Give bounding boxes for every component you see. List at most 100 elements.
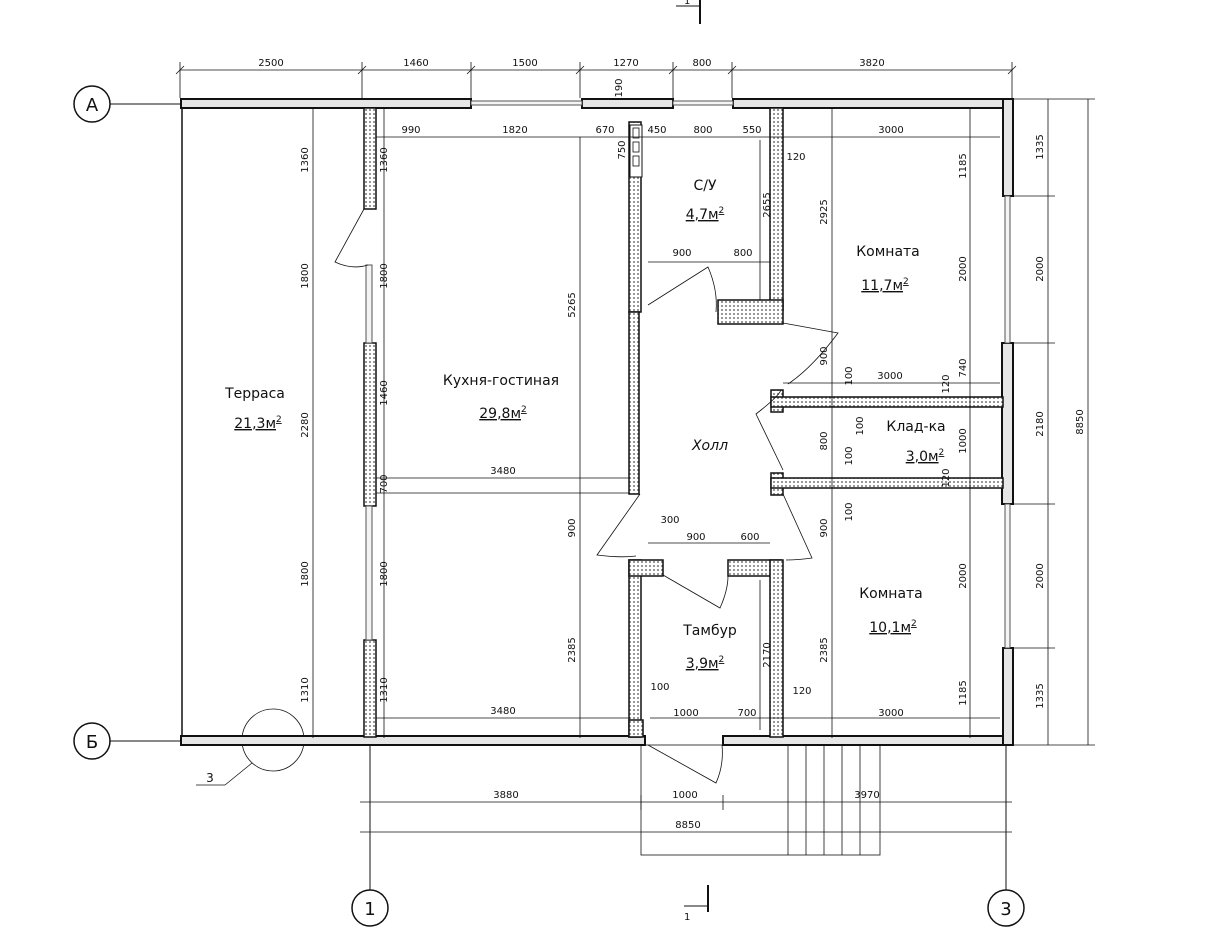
dimension-texts: 990 1820 670 450 800 550 3000 1360 1800 … <box>300 125 1086 831</box>
dim-inner-top-2: 1820 <box>502 125 527 136</box>
dim-inner-top-5: 800 <box>693 125 712 136</box>
dim-right-inner-1: 1185 <box>958 153 969 178</box>
dim-750: 750 <box>617 140 628 159</box>
vestibule-name: Тамбур <box>682 623 737 639</box>
storage-area: 3,0м2 <box>906 448 945 465</box>
dim-left-outer-5: 1310 <box>300 677 311 702</box>
kitchen-name: Кухня-гостиная <box>443 373 559 389</box>
dim-room1-h: 2925 <box>819 199 830 224</box>
dim-right-inner-4: 1000 <box>958 428 969 453</box>
dim-100-b: 100 <box>855 416 866 435</box>
room1-area: 11,7м2 <box>861 277 908 294</box>
dim-bath-h: 2655 <box>762 192 773 217</box>
hall-name: Холл <box>691 438 728 454</box>
dim-top-1: 2500 <box>258 58 283 69</box>
section-label-bottom: 1 <box>684 912 690 923</box>
bath-area: 4,7м2 <box>686 206 725 223</box>
axis-1: 1 <box>351 745 389 927</box>
bath-name: С/У <box>693 178 716 194</box>
dim-right-inner-5: 2000 <box>958 563 969 588</box>
dim-kitchen-height: 5265 <box>567 292 578 317</box>
dim-top-5: 800 <box>692 58 711 69</box>
dim-hall-door-1: 300 <box>660 515 679 526</box>
dim-bottom-inner-1: 100 <box>650 682 669 693</box>
dim-top-4: 1270 <box>613 58 638 69</box>
dim-bottom-outer-2: 1000 <box>672 790 697 801</box>
dim-right-inner-3: 740 <box>958 358 969 377</box>
dim-left-inner-2: 1800 <box>379 263 390 288</box>
dim-120-b: 120 <box>941 374 952 393</box>
node-callout: 3 <box>196 708 305 786</box>
dim-kitchen-low-1: 900 <box>567 518 578 537</box>
kitchen-area: 29,8м2 <box>479 405 526 422</box>
plumbing-fixture <box>629 124 643 178</box>
dim-100-c: 100 <box>844 446 855 465</box>
node-label: 3 <box>206 771 214 785</box>
dim-bottom-outer-1: 3880 <box>493 790 518 801</box>
room2-area: 10,1м2 <box>869 619 916 636</box>
dim-bath-door-1: 900 <box>672 248 691 259</box>
dim-120-c: 120 <box>941 468 952 487</box>
room1-name: Комната <box>856 244 920 260</box>
dim-inner-top-3: 670 <box>595 125 614 136</box>
axis-3-label: 3 <box>1000 899 1011 920</box>
dim-right-outer-3: 2180 <box>1035 411 1046 436</box>
dim-inner-top-6: 550 <box>742 125 761 136</box>
walls <box>180 98 1014 746</box>
inner-dimension-lines <box>312 98 1095 833</box>
axis-b: Б <box>73 722 182 760</box>
terrace-area: 21,3м2 <box>234 415 281 432</box>
dim-900-bottom: 900 <box>819 518 830 537</box>
dim-top-6: 3820 <box>859 58 884 69</box>
dim-bottom-total: 8850 <box>675 820 700 831</box>
dim-top-2: 1460 <box>403 58 428 69</box>
dim-left-inner-3: 1460 <box>379 380 390 405</box>
axis-b-label: Б <box>86 732 98 753</box>
section-mark-top: 1 <box>676 0 701 24</box>
dim-storage-w: 3000 <box>877 371 902 382</box>
dim-right-outer-4: 2000 <box>1035 563 1046 588</box>
axis-1-label: 1 <box>364 899 375 920</box>
dim-inner-top-7: 3000 <box>878 125 903 136</box>
dim-left-inner-1: 1360 <box>379 147 390 172</box>
dim-hall-door-2: 900 <box>686 532 705 543</box>
dim-right-outer-1: 1335 <box>1035 134 1046 159</box>
section-mark-bottom: 1 <box>684 885 709 923</box>
top-dimension-chain: 2500 1460 1500 1270 800 3820 190 <box>175 58 1017 98</box>
axis-a-label: А <box>86 95 99 116</box>
axis-3: 3 <box>987 745 1025 927</box>
dim-storage-h: 800 <box>819 431 830 450</box>
dim-left-inner-6: 1310 <box>379 677 390 702</box>
dim-right-inner-2: 2000 <box>958 256 969 281</box>
dim-left-outer-3: 2280 <box>300 412 311 437</box>
dim-top-190: 190 <box>614 78 625 97</box>
dim-right-total: 8850 <box>1075 409 1086 434</box>
dim-right-outer-5: 1335 <box>1035 683 1046 708</box>
dim-bottom-inner-3: 700 <box>737 708 756 719</box>
dim-100-d: 100 <box>844 502 855 521</box>
dim-kitchen-low-2: 2385 <box>567 637 578 662</box>
storage-name: Клад-ка <box>886 419 945 435</box>
dim-inner-top-4: 450 <box>647 125 666 136</box>
dim-100-a: 100 <box>844 366 855 385</box>
dim-left-inner-5: 1800 <box>379 561 390 586</box>
dim-right-inner-6: 1185 <box>958 680 969 705</box>
vestibule-area: 3,9м2 <box>686 655 725 672</box>
terrace-name: Терраса <box>224 386 285 402</box>
dim-bottom-inner-5: 3000 <box>878 708 903 719</box>
dim-900-top: 900 <box>819 346 830 365</box>
dim-bath-door-2: 800 <box>733 248 752 259</box>
dim-120-a: 120 <box>786 152 805 163</box>
dim-bottom-inner-4: 120 <box>792 686 811 697</box>
dim-hall-door-3: 600 <box>740 532 759 543</box>
dim-left-outer-4: 1800 <box>300 561 311 586</box>
room2-name: Комната <box>859 586 923 602</box>
dim-left-inner-4: 700 <box>379 474 390 493</box>
dim-top-3: 1500 <box>512 58 537 69</box>
dim-kitchen-mid: 3480 <box>490 466 515 477</box>
section-label-top: 1 <box>684 0 690 7</box>
dim-bottom-outer-3: 3970 <box>854 790 879 801</box>
dim-kitchen-bottom: 3480 <box>490 706 515 717</box>
dim-left-outer-1: 1360 <box>300 147 311 172</box>
